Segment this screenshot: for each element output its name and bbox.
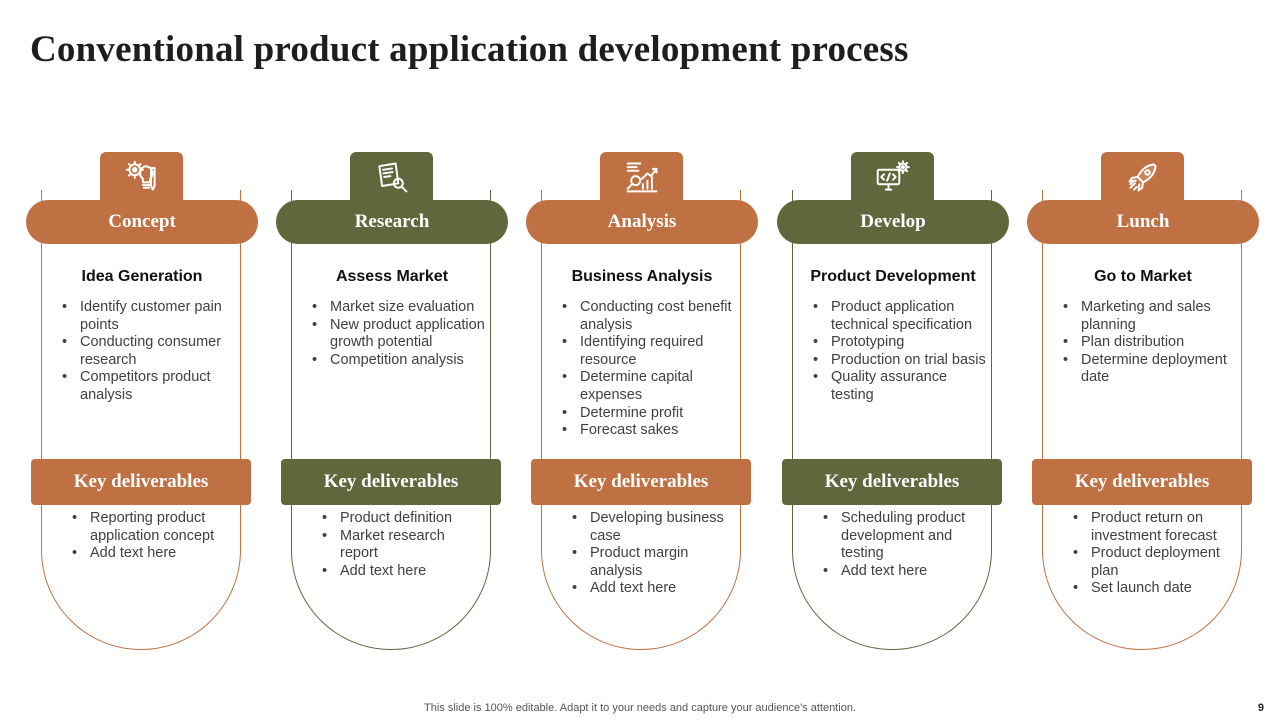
deliverables-list: Scheduling product development and testi… <box>821 510 981 580</box>
list-item: Conducting cost benefit analysis <box>560 299 736 334</box>
stage-label: Lunch <box>1027 200 1259 244</box>
stage-column-develop: Develop Product Development Product appl… <box>777 150 1009 660</box>
key-deliverables-header: Key deliverables <box>281 459 501 505</box>
stage-subheading: Go to Market <box>1094 268 1192 285</box>
list-item: Product application technical specificat… <box>811 299 987 334</box>
list-item: Competition analysis <box>310 352 486 370</box>
icon-tab <box>1101 152 1184 204</box>
stage-subheading: Product Development <box>810 268 976 285</box>
key-deliverables-header: Key deliverables <box>531 459 751 505</box>
stage-bullets: Identify customer pain points Conducting… <box>60 299 236 405</box>
list-item: Set launch date <box>1071 580 1231 598</box>
list-item: Reporting product application concept <box>70 510 230 545</box>
document-magnifier-icon <box>377 162 407 193</box>
list-item: Scheduling product development and testi… <box>821 510 981 563</box>
list-item: Determine deployment date <box>1061 352 1237 387</box>
deliverables-list: Developing business case Product margin … <box>570 510 730 598</box>
stage-subheading: Business Analysis <box>571 268 713 285</box>
list-item: Quality assurance testing <box>811 369 987 404</box>
stage-label: Research <box>276 200 508 244</box>
list-item: Marketing and sales planning <box>1061 299 1237 334</box>
stage-column-concept: Concept Idea Generation Identify custome… <box>26 150 258 660</box>
column-outline <box>41 190 241 650</box>
stage-subheading: Idea Generation <box>81 268 203 285</box>
lightbulb-gear-icon <box>125 160 156 191</box>
list-item: Add text here <box>70 545 230 563</box>
key-deliverables-header: Key deliverables <box>782 459 1002 505</box>
monitor-code-gear-icon <box>876 160 910 191</box>
list-item: Add text here <box>570 580 730 598</box>
stage-column-lunch: Lunch Go to Market Marketing and sales p… <box>1027 150 1259 660</box>
list-item: Market research report <box>320 528 480 563</box>
list-item: Production on trial basis <box>811 352 987 370</box>
stage-bullets: Product application technical specificat… <box>811 299 987 405</box>
stage-bullets: Marketing and sales planning Plan distri… <box>1061 299 1237 387</box>
icon-tab <box>600 152 683 204</box>
list-item: Plan distribution <box>1061 334 1237 352</box>
list-item: Product definition <box>320 510 480 528</box>
stage-column-research: Research Assess Market Market size evalu… <box>276 150 508 660</box>
list-item: Prototyping <box>811 334 987 352</box>
list-item: Conducting consumer research <box>60 334 236 369</box>
list-item: Developing business case <box>570 510 730 545</box>
rocket-icon <box>1128 163 1157 192</box>
list-item: Identifying required resource <box>560 334 736 369</box>
list-item: Determine profit <box>560 405 736 423</box>
stage-column-analysis: Analysis Business Analysis Conducting co… <box>526 150 758 660</box>
deliverables-list: Product definition Market research repor… <box>320 510 480 580</box>
list-item: Forecast sakes <box>560 422 736 440</box>
stage-bullets: Conducting cost benefit analysis Identif… <box>560 299 736 440</box>
footer-note: This slide is 100% editable. Adapt it to… <box>424 702 856 714</box>
icon-tab <box>851 152 934 204</box>
list-item: New product application growth potential <box>310 317 486 352</box>
column-outline <box>792 190 992 650</box>
list-item: Product deployment plan <box>1071 545 1231 580</box>
stage-label: Analysis <box>526 200 758 244</box>
column-outline <box>291 190 491 650</box>
list-item: Product return on investment forecast <box>1071 510 1231 545</box>
deliverables-list: Product return on investment forecast Pr… <box>1071 510 1231 598</box>
list-item: Competitors product analysis <box>60 369 236 404</box>
stage-label: Concept <box>26 200 258 244</box>
page-number: 9 <box>1257 702 1264 714</box>
stage-bullets: Market size evaluation New product appli… <box>310 299 486 369</box>
key-deliverables-header: Key deliverables <box>1032 459 1252 505</box>
list-item: Identify customer pain points <box>60 299 236 334</box>
key-deliverables-header: Key deliverables <box>31 459 251 505</box>
chart-analysis-icon <box>626 162 657 193</box>
list-item: Add text here <box>320 563 480 581</box>
deliverables-list: Reporting product application concept Ad… <box>70 510 230 563</box>
icon-tab <box>100 152 183 204</box>
stage-subheading: Assess Market <box>335 268 449 285</box>
list-item: Market size evaluation <box>310 299 486 317</box>
stage-label: Develop <box>777 200 1009 244</box>
list-item: Determine capital expenses <box>560 369 736 404</box>
icon-tab <box>350 152 433 204</box>
slide-title: Conventional product application develop… <box>30 29 909 70</box>
list-item: Add text here <box>821 563 981 581</box>
list-item: Product margin analysis <box>570 545 730 580</box>
